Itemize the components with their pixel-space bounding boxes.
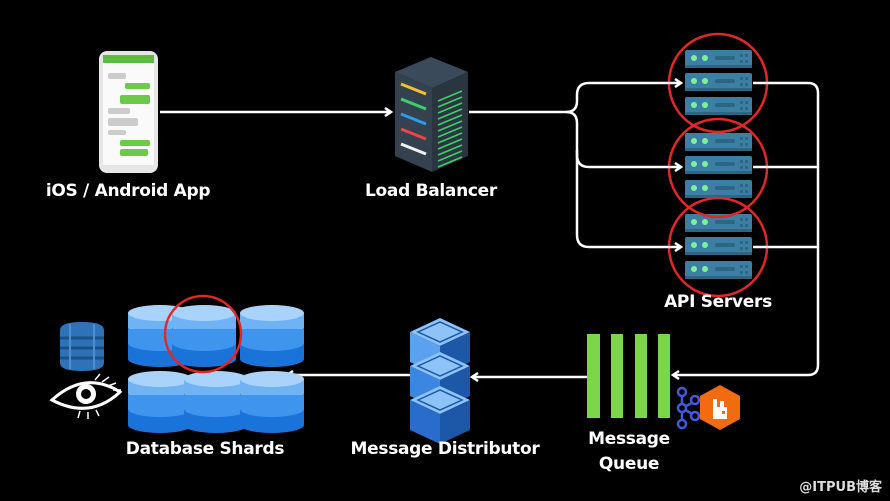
api-server-2 xyxy=(685,133,752,198)
message-queue-label-line2: Queue xyxy=(598,454,660,474)
api-servers-label: API Servers xyxy=(664,292,772,312)
edge-lb-to-api xyxy=(469,83,681,114)
dynamodb-icon xyxy=(60,322,104,371)
database-cylinder-icon xyxy=(172,305,236,367)
edge-api-to-queue xyxy=(673,81,820,375)
app-label: iOS / Android App xyxy=(45,181,211,201)
smartphone-chat-icon xyxy=(99,51,158,173)
database-cylinder-icon xyxy=(184,371,248,433)
cassandra-eye-icon xyxy=(49,373,123,419)
api-server-1 xyxy=(685,50,752,115)
message-distributor-label: Message Distributor xyxy=(350,439,540,459)
rabbitmq-icon xyxy=(700,385,740,430)
edges xyxy=(160,81,820,377)
database-cylinder-icon xyxy=(240,371,304,433)
database-cylinder-icon xyxy=(240,305,304,367)
queue-bars-icon xyxy=(587,334,670,418)
highlight-circle xyxy=(163,294,243,374)
watermark: @ITPUB博客 xyxy=(799,480,882,495)
message-queue-label-line1: Message xyxy=(588,429,670,449)
server-rack-icon xyxy=(395,57,468,172)
api-server-3 xyxy=(685,214,752,279)
load-balancer-label: Load Balancer xyxy=(365,181,497,201)
kafka-icon xyxy=(676,386,701,430)
database-shards-label: Database Shards xyxy=(125,439,285,459)
database-cylinder-icon xyxy=(128,371,192,433)
message-queue-label: Message Queue xyxy=(588,427,670,477)
server-cube-icon xyxy=(410,318,470,444)
